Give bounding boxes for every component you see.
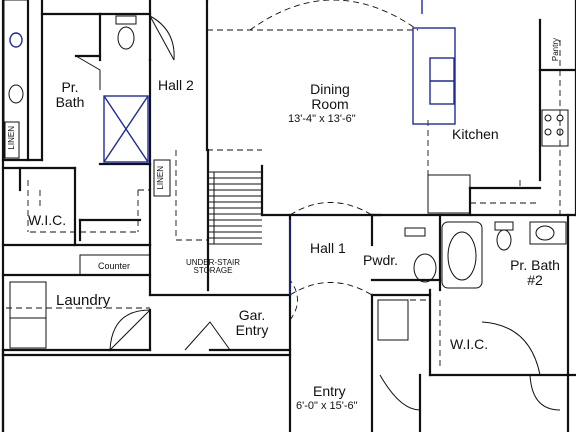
left-linen-closet (4, 121, 20, 159)
washer-icon (9, 281, 47, 319)
room-label-linen-left: LINEN (7, 126, 16, 150)
counter-box (79, 254, 151, 276)
stairs (208, 171, 262, 245)
door-arc (379, 374, 421, 411)
toilet-icon (413, 253, 437, 283)
toilet-tank-icon (404, 227, 426, 237)
door-arc (184, 321, 231, 351)
mid-linen-closet (153, 159, 171, 197)
room-label-counter: Counter (98, 261, 131, 271)
range-icon (541, 109, 569, 147)
sink-icon (535, 225, 555, 241)
arch-dashed (289, 202, 373, 216)
room-label-under-stair-storage: UNDER-STAIR STORAGE (185, 258, 241, 276)
room-label-garage-entry: Gar. Entry (235, 307, 269, 338)
entry-dimensions: 6'-0" x 15'-6" (296, 400, 358, 412)
toilet-tank-icon (115, 15, 137, 25)
room-label-pantry: Pantry (551, 38, 560, 62)
sink-counter (529, 221, 567, 245)
tub-basin-icon (447, 231, 477, 281)
room-label-wic-left: W.I.C. (28, 212, 67, 228)
toilet-tank-icon (494, 221, 514, 231)
dryer-icon (9, 317, 47, 349)
door-swing-lines (75, 55, 101, 90)
room-label-linen-mid: LINEN (156, 166, 165, 190)
arch-dashed (289, 279, 298, 321)
door-arc (529, 374, 561, 411)
door-arc (481, 321, 541, 376)
left-sink-counter (3, 0, 29, 161)
room-label-hall-1: Hall 1 (310, 240, 346, 256)
room-label-powder: Pwdr. (363, 252, 399, 268)
arch-dashed (289, 282, 373, 296)
closet-shelf (377, 299, 409, 341)
tub-icon (441, 221, 483, 289)
arch-dashed (249, 0, 419, 31)
sink-icon (9, 32, 23, 48)
dining-room-dimensions: 13'-4" x 13'-6" (288, 113, 356, 125)
sink-icon (8, 84, 24, 104)
door-arc (109, 309, 151, 351)
toilet-icon (117, 26, 135, 50)
kitchen-sink-highlight (412, 27, 456, 125)
door-arc (149, 15, 175, 61)
room-label-entry: Entry (313, 383, 346, 399)
island (427, 174, 471, 214)
room-label-hall-2: Hall 2 (158, 77, 194, 93)
room-label-laundry: Laundry (56, 292, 111, 309)
room-label-pr-bath: Pr. Bath (55, 79, 85, 110)
toilet-icon (496, 229, 512, 251)
shower-highlight (103, 95, 149, 163)
room-label-kitchen: Kitchen (452, 126, 499, 142)
room-label-wic-right: W.I.C. (450, 336, 489, 352)
room-label-pr-bath-2: Pr. Bath #2 (510, 257, 560, 288)
room-label-dining-room: Dining Room (310, 81, 350, 112)
